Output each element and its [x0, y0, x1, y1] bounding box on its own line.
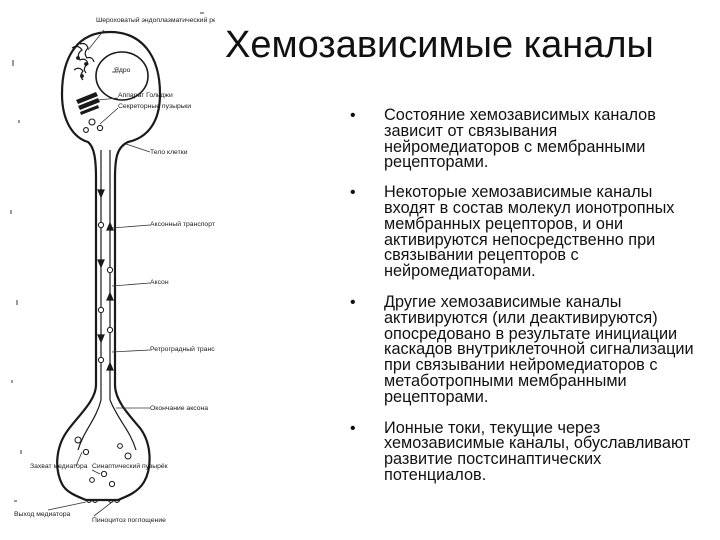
label-axon: Аксон	[150, 279, 169, 286]
release-sites	[85, 499, 121, 503]
label-capture: Захват медиатора	[30, 463, 88, 470]
bullet-text: Некоторые хемозависимые каналы входят в …	[384, 183, 675, 281]
transport-vesicles	[97, 221, 114, 364]
scan-specks	[10, 12, 204, 502]
bullet-item: • Состояние хемозависимых каналов зависи…	[350, 106, 695, 172]
neuron-diagram: Шероховатый эндоплазматический ретикулум…	[10, 12, 215, 524]
slide-title: Хемозависимые каналы	[225, 24, 654, 66]
bullet-list: • Состояние хемозависимых каналов зависи…	[350, 106, 695, 484]
leader-lines	[47, 29, 151, 517]
bullet-glyph: •	[350, 107, 356, 124]
bullet-item: • Ионные токи, текущие через хемозависим…	[350, 418, 695, 484]
terminal-branches	[77, 399, 137, 451]
label-er: Шероховатый эндоплазматический ретикулум	[96, 16, 215, 24]
bullet-glyph: •	[350, 184, 356, 202]
label-golgi: Аппарат Гольджи	[118, 92, 173, 99]
bullet-text: Состояние хемозависимых каналов зависит …	[384, 106, 656, 172]
er-shape	[71, 42, 95, 81]
golgi-shape	[76, 92, 100, 115]
label-axonal-transport: Аксонный транспорт	[150, 220, 215, 228]
label-release: Выход медиатора	[14, 511, 71, 518]
label-soma: Тело клетки	[150, 149, 188, 156]
bullet-text: Другие хемозависимые каналы активируются…	[384, 292, 694, 406]
diagram-labels: Шероховатый эндоплазматический ретикулум…	[14, 16, 215, 524]
bullet-item: • Другие хемозависимые каналы активируют…	[350, 292, 695, 406]
bullet-glyph: •	[350, 419, 356, 437]
bullet-text: Ионные токи, текущие через хемозависимые…	[384, 418, 691, 484]
label-absorption: Пиноцитоз поглощение	[92, 517, 166, 524]
neuron-outline	[56, 30, 162, 502]
label-retrograde: Ретроградный транспорт	[150, 345, 215, 353]
label-nucleus: Ядро	[114, 67, 131, 74]
label-vesicles: Секреторные пузырьки	[118, 103, 191, 110]
label-synaptic-vesicle: Синаптический пузырёк	[92, 462, 168, 470]
nucleus	[95, 51, 149, 101]
label-terminal: Окончание аксона	[150, 405, 208, 412]
soma-vesicles	[83, 118, 104, 133]
bullet-item: • Некоторые хемозависимые каналы входят …	[350, 183, 695, 281]
synaptic-vesicles	[74, 436, 132, 488]
bullet-glyph: •	[350, 293, 356, 311]
